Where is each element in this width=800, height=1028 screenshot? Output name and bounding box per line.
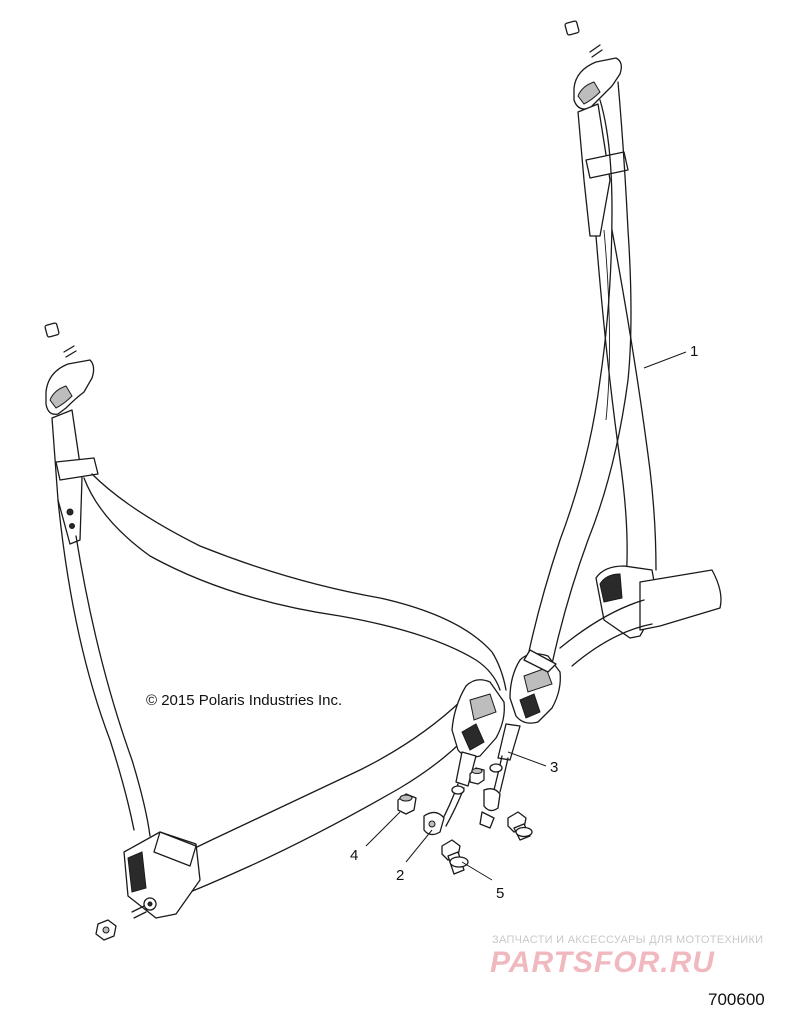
watermark-logo: PARTSFOR.RU [490, 946, 715, 979]
callout-4: 4 [350, 847, 358, 864]
leader-2 [405, 829, 433, 863]
callout-5: 5 [496, 885, 504, 902]
flange-bolt-item-5 [441, 839, 469, 875]
leader-4 [365, 811, 401, 847]
callout-2: 2 [396, 867, 404, 884]
buckle-assembly [423, 649, 561, 836]
flange-bolt-secondary [507, 811, 533, 841]
leader-3 [507, 751, 547, 767]
left-shoulder-belt [44, 322, 507, 941]
leader-1 [643, 351, 687, 369]
figure-number: 700600 [708, 990, 765, 1009]
spacer-nut-item-4 [397, 793, 417, 815]
leader-5 [461, 861, 493, 881]
right-upper-nut [564, 20, 580, 36]
callout-1: 1 [690, 343, 698, 360]
copyright-notice: © 2015 Polaris Industries Inc. [146, 692, 343, 709]
left-d-ring-guide [45, 359, 95, 415]
callout-leaders [365, 351, 687, 881]
callout-3: 3 [550, 759, 558, 776]
spacer-nut-small [469, 767, 485, 785]
right-shoulder-belt [527, 20, 722, 667]
right-d-ring-guide [573, 57, 622, 110]
watermark-tagline: ЗАПЧАСТИ И АКСЕССУАРЫ ДЛЯ МОТОТЕХНИКИ [492, 934, 764, 946]
left-upper-nut [44, 322, 60, 338]
